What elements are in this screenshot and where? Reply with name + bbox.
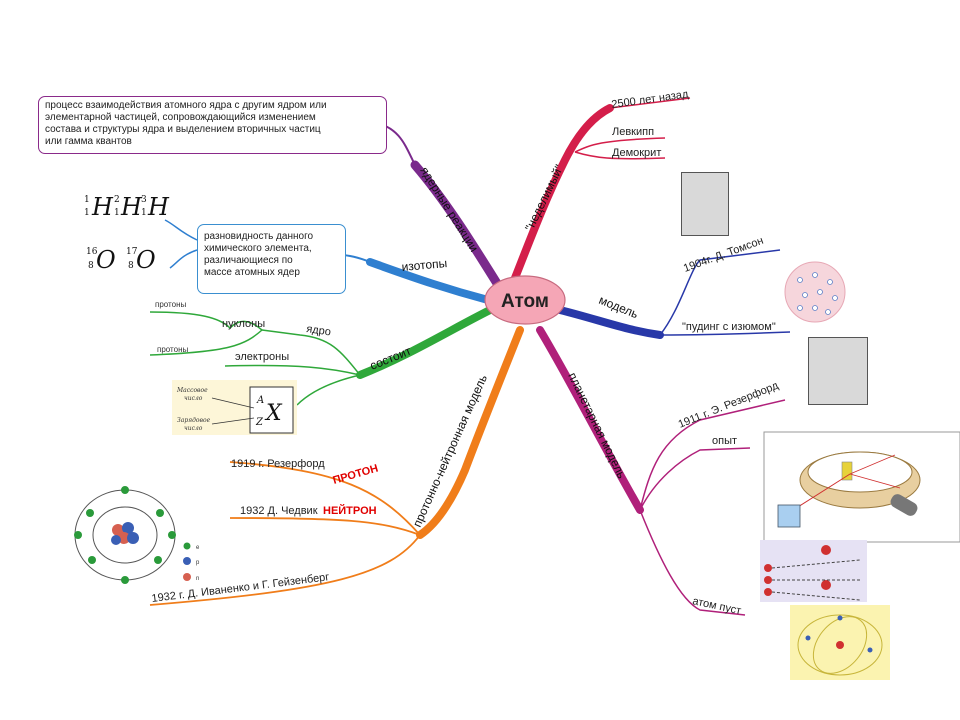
indivisible-sub	[574, 97, 691, 160]
o16-symbol: O	[96, 246, 116, 274]
planetary-sub	[639, 399, 786, 616]
nucleons-label: нуклоны	[222, 318, 265, 330]
h3-charge: 1	[141, 208, 147, 218]
o16-charge: 8	[88, 261, 94, 271]
o16-mass: 16	[86, 247, 98, 257]
planetary-label: планетарная модель	[565, 370, 628, 480]
pudding-label: "пудинг с изюмом"	[682, 321, 776, 333]
legend-p: p	[196, 560, 200, 566]
h1-symbol: H	[91, 193, 114, 221]
isotopes-label: изотопы	[401, 256, 448, 274]
proton-label: ПРОТОН	[332, 462, 380, 486]
years-ago-label: 2500 лет назад	[611, 88, 690, 111]
charge-number-label: Зарядовое	[177, 417, 211, 424]
rutherford-portrait	[808, 337, 868, 405]
atom-model-illustration: e p n	[74, 486, 200, 584]
nucleus-line	[261, 329, 361, 376]
mass-number-label-2: число	[184, 395, 203, 402]
model-sub	[659, 249, 791, 336]
o17-mass: 17	[126, 247, 138, 257]
rutherford-experiment-illustration	[763, 431, 960, 543]
h2-mass: 2	[114, 195, 120, 205]
h1-charge: 1	[84, 208, 90, 218]
leucippus-label: Левкипп	[612, 126, 654, 138]
planetary-branch	[536, 326, 644, 514]
isotopes-bracket	[164, 219, 198, 269]
protons-line-2	[149, 329, 263, 356]
protons-label-2: протоны	[157, 345, 188, 354]
legend-e-dot	[183, 542, 191, 550]
proton-neutron-branch	[416, 326, 524, 539]
neutron-label: НЕЙТРОН	[323, 504, 377, 517]
protons-line-1	[149, 311, 263, 331]
proton-neutron-sub	[149, 461, 421, 606]
indivisible-label: "неделимый"	[522, 162, 566, 233]
reaction-def-line-4: или гамма квантов	[45, 136, 132, 147]
reactions-label: ядерные реакции	[417, 164, 481, 254]
isotope-def-line-2: химического элемента,	[204, 243, 312, 254]
model-label: модель	[597, 293, 640, 321]
isotope-def-line-1: разновидность данного	[204, 231, 314, 242]
thomson-portrait	[681, 172, 729, 236]
notation-a: A	[256, 395, 264, 406]
nucleus-label: ядро	[306, 323, 332, 338]
legend-n: n	[196, 576, 199, 582]
pudding-illustration	[784, 261, 846, 323]
electrons-line	[224, 364, 361, 376]
o17-charge: 8	[128, 261, 134, 271]
isotope-def-line-4: массе атомных ядер	[204, 267, 300, 278]
mass-arrow	[211, 397, 255, 409]
hydrogen-isotopes: 1 1 H 2 1 H 3 1 H	[84, 193, 170, 221]
composition-subbranches	[149, 311, 361, 406]
isotopes-branch	[366, 258, 492, 304]
thomson-label: 1904г. Д. Томсон	[682, 235, 765, 275]
charge-arrow	[211, 417, 255, 425]
h3-mass: 3	[141, 195, 147, 205]
notation-x: X	[264, 401, 283, 426]
isotope-definition-box: разновидность данного химического элемен…	[197, 224, 346, 294]
model-branch	[556, 306, 664, 339]
o17-symbol: O	[136, 246, 156, 274]
h1-mass: 1	[84, 195, 90, 205]
charge-number-label-2: число	[184, 425, 203, 432]
notation-line	[296, 374, 361, 406]
electrons-label: электроны	[235, 351, 289, 363]
reaction-def-line-2: элементарной частицей, сопровождающийся …	[45, 112, 316, 123]
notation-card: Массовое число Зарядовое число A Z X	[172, 380, 297, 435]
legend-n-dot	[183, 573, 191, 581]
center-label: Атом	[501, 291, 549, 312]
oxygen-isotopes: 16 8 O 17 8 O	[86, 246, 156, 274]
composition-label: состоит	[368, 343, 414, 372]
democritus-label: Демокрит	[612, 147, 661, 159]
empty-atom-illustration	[790, 605, 890, 680]
h2-symbol: H	[120, 193, 143, 221]
indivisible-branch	[511, 104, 614, 282]
legend-p-dot	[183, 557, 191, 565]
legend-e: e	[196, 545, 200, 551]
reactions-branch	[410, 160, 503, 290]
center-node: Атом	[484, 275, 566, 325]
atom-empty-label: атом пуст	[691, 595, 742, 617]
scattering-illustration	[760, 540, 867, 602]
isotope-def-line-3: различающиеся по	[204, 255, 293, 266]
notation-z: Z	[255, 417, 264, 428]
protons-label-1: протоны	[155, 300, 186, 309]
proton-prefix: 1919 г. Резерфорд	[231, 458, 325, 470]
reaction-def-line-3: состава и структуры ядра и выделением вт…	[45, 124, 321, 135]
h2-charge: 1	[114, 208, 120, 218]
neutron-prefix: 1932 Д. Чедвик	[240, 505, 318, 517]
reaction-definition-box: процесс взаимодействия атомного ядра с д…	[38, 96, 387, 154]
h3-symbol: H	[147, 193, 170, 221]
mass-number-label: Массовое	[176, 387, 208, 394]
reaction-def-line-1: процесс взаимодействия атомного ядра с д…	[45, 100, 327, 111]
composition-branch	[356, 306, 494, 379]
experiment-label: опыт	[712, 435, 737, 447]
